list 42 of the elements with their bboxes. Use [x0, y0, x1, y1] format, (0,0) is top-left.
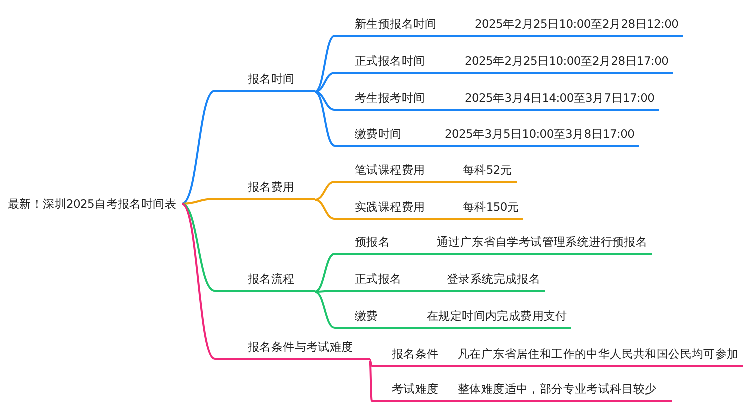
item-value: 整体难度适中，部分专业考试科目较少 — [458, 382, 657, 397]
item-value: 每科150元 — [463, 200, 520, 215]
item-value: 登录系统完成报名 — [447, 272, 541, 287]
item-name: 实践课程费用 — [355, 200, 426, 215]
item-name: 缴费 — [355, 309, 378, 324]
branch-topic: 报名流程 — [215, 262, 315, 292]
branch-connector — [314, 199, 336, 220]
item-name: 新生预报名时间 — [355, 17, 437, 32]
item-value: 在规定时间内完成费用支付 — [427, 309, 568, 324]
branch-connector — [182, 198, 216, 205]
branch-topic: 报名费用 — [215, 170, 315, 200]
item-name: 笔试课程费用 — [355, 163, 426, 178]
item-name: 考生报考时间 — [355, 91, 426, 106]
item-value: 每科52元 — [463, 163, 512, 178]
branch-connector — [315, 290, 335, 293]
item-name: 考试难度 — [392, 382, 439, 397]
root-topic: 最新！深圳2025自考报名时间表 — [8, 190, 176, 218]
branch-connector — [314, 72, 336, 93]
item-name: 预报名 — [355, 235, 390, 250]
item-name: 正式报名 — [355, 272, 402, 287]
item-value: 凡在广东省居住和工作的中华人民共和国公民均可参加 — [458, 347, 739, 362]
item-value: 2025年3月5日10:00至3月8日17:00 — [445, 127, 635, 142]
branch-connector — [369, 360, 373, 366]
item-value: 2025年3月4日14:00至3月7日17:00 — [465, 91, 655, 106]
branch-connector — [314, 291, 336, 329]
branch-connector — [182, 203, 216, 292]
item-name: 缴费时间 — [355, 127, 402, 142]
branch-connector — [182, 90, 216, 205]
item-value: 2025年2月25日10:00至2月28日17:00 — [465, 54, 669, 69]
item-name: 报名条件 — [392, 347, 439, 362]
item-value: 2025年2月25日10:00至2月28日12:00 — [475, 17, 679, 32]
branch-connector — [369, 360, 373, 402]
branch-connector — [314, 91, 336, 147]
item-value: 通过广东省自学考试管理系统进行预报名 — [437, 235, 648, 250]
branch-connector — [314, 35, 336, 93]
branch-topic: 报名条件与考试难度 — [215, 330, 370, 360]
branch-topic: 报名时间 — [215, 62, 315, 92]
branch-connector — [314, 181, 336, 201]
branch-connector — [314, 253, 336, 293]
item-name: 正式报名时间 — [355, 54, 426, 69]
branch-connector — [181, 203, 216, 360]
branch-connector — [314, 91, 336, 111]
